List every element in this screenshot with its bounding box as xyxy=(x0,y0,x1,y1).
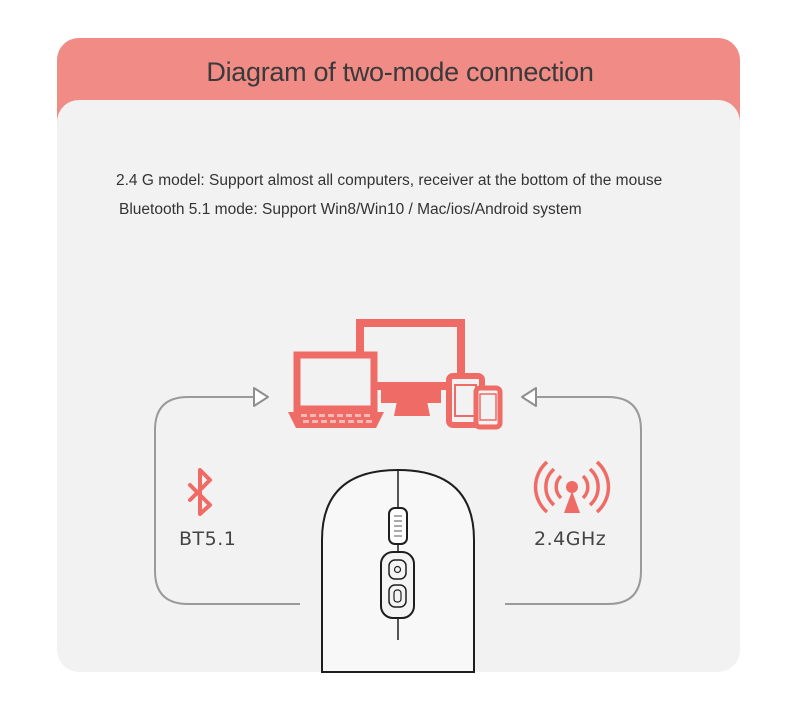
wireless-label: 2.4GHz xyxy=(534,528,607,550)
mouse-icon xyxy=(321,468,475,673)
devices-group xyxy=(288,319,503,430)
mode-bluetooth-description: Bluetooth 5.1 mode: Support Win8/Win10 /… xyxy=(119,201,582,218)
wireless-signal-icon xyxy=(533,460,611,514)
wireless-connection-arrow xyxy=(505,387,642,605)
mode-2-4g-description: 2.4 G model: Support almost all computer… xyxy=(116,172,663,189)
bluetooth-label: BT5.1 xyxy=(179,528,237,550)
card-body xyxy=(57,100,740,220)
phone-icon xyxy=(473,385,503,430)
bluetooth-connection-arrow xyxy=(154,387,300,605)
bluetooth-icon xyxy=(188,468,212,516)
monitor-icon xyxy=(356,319,465,416)
page-title: Diagram of two-mode connection xyxy=(206,57,594,87)
laptop-icon xyxy=(288,351,384,428)
